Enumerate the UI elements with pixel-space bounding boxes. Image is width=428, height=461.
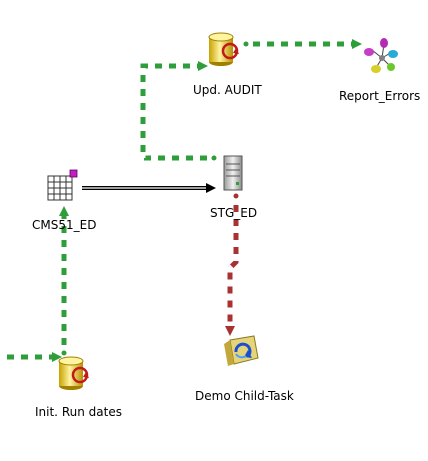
node-label-init-run-dates[interactable]: Init. Run dates <box>35 405 122 419</box>
child-task-icon[interactable] <box>224 335 259 366</box>
link-failure-stg-to-demo-child-task[interactable] <box>225 193 239 337</box>
database-task-icon[interactable] <box>208 32 239 66</box>
database-task-icon[interactable] <box>58 356 89 390</box>
node-label-upd-audit[interactable]: Upd. AUDIT <box>193 83 262 97</box>
molecule-report-icon[interactable] <box>364 38 398 73</box>
link-success-init-to-cms51[interactable] <box>59 206 69 356</box>
node-label-stg-ed[interactable]: STG_ED <box>210 206 258 220</box>
node-label-cms51-ed[interactable]: CMS51_ED <box>32 218 97 232</box>
link-success-upd-audit-to-report-errors[interactable] <box>243 39 363 49</box>
link-success-stg-to-upd-audit[interactable] <box>140 61 217 161</box>
link-data-cms51-to-stg[interactable] <box>82 183 216 193</box>
link-success-into-init-run-dates[interactable] <box>0 352 62 362</box>
node-label-report-errors[interactable]: Report_Errors <box>339 89 421 103</box>
node-label-demo-child-task[interactable]: Demo Child-Task <box>195 389 294 403</box>
table-grid-icon[interactable] <box>47 169 78 201</box>
server-icon[interactable] <box>223 155 243 191</box>
